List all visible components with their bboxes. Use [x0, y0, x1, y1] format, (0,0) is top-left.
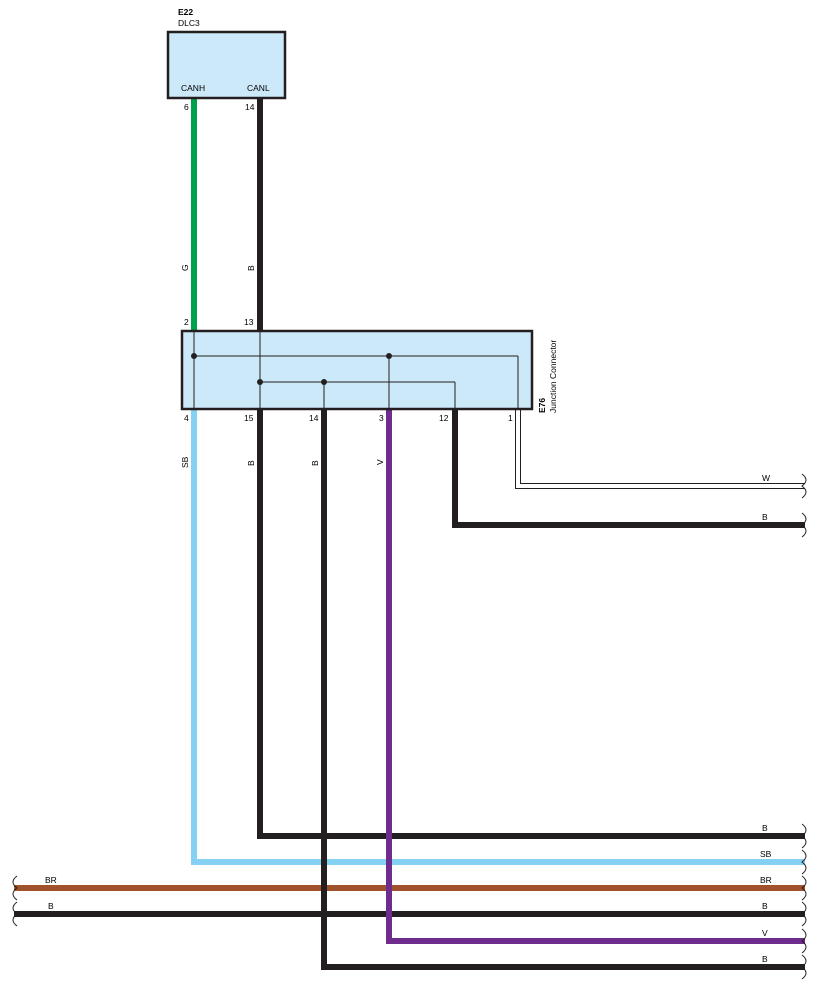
wire-label-b-right1: B: [762, 512, 768, 522]
wire-label-sb-bus: SB: [760, 849, 772, 859]
connector-e76-code: E76: [537, 398, 547, 413]
wire-label-b-canl: B: [246, 265, 256, 271]
connector-e76-pin-4: 4: [184, 413, 189, 423]
connector-e76-pin-1: 1: [508, 413, 513, 423]
wire-label-b-pin14: B: [310, 460, 320, 466]
wire-b-pin15: [257, 409, 805, 839]
connector-e76-pin-13: 13: [244, 317, 254, 327]
wire-label-v-bus: V: [762, 928, 768, 938]
connector-e76-pin-15: 15: [244, 413, 254, 423]
wire-label-br-right: BR: [760, 875, 772, 885]
e76-internal-wiring: [193, 331, 519, 409]
wire-label-b-bus2-right: B: [762, 901, 768, 911]
wire-v-pin3: [386, 409, 805, 944]
connector-e22-pinname-canh: CANH: [181, 83, 205, 93]
wire-label-b-bus1: B: [762, 823, 768, 833]
connector-e76-pin-2: 2: [184, 317, 189, 327]
continuation-braces-right: [801, 473, 807, 980]
wire-b-pin12: [452, 409, 805, 528]
wire-label-b-bus2-left: B: [48, 901, 54, 911]
wire-label-sb: SB: [180, 456, 190, 468]
continuation-braces-left: [12, 875, 18, 927]
connector-e76-pin-14: 14: [309, 413, 319, 423]
wire-label-b-pin15: B: [246, 460, 256, 466]
connector-e22-code: E22: [178, 7, 193, 17]
wire-label-v: V: [375, 459, 385, 465]
connector-e76-box: [180, 329, 534, 411]
connector-e22-pin-6: 6: [184, 102, 189, 112]
connector-e22-pinname-canl: CANL: [247, 83, 270, 93]
connector-e76-name: Junction Connector: [548, 340, 558, 413]
wire-label-b-bus3: B: [762, 954, 768, 964]
connector-e76-pin-12: 12: [439, 413, 449, 423]
e76-junction-dots: [191, 353, 392, 385]
wire-label-br-left: BR: [45, 875, 57, 885]
connector-e22-name: DLC3: [178, 18, 200, 28]
connector-e22-box: [166, 30, 287, 100]
wire-w-pin1: [516, 409, 805, 488]
wire-b-pin14: [321, 409, 805, 970]
connector-e22-pin-14: 14: [245, 102, 255, 112]
wire-sb-pin4: [191, 409, 805, 865]
connector-e76-pin-3: 3: [379, 413, 384, 423]
wire-label-w: W: [762, 473, 770, 483]
wire-label-g: G: [180, 264, 190, 271]
